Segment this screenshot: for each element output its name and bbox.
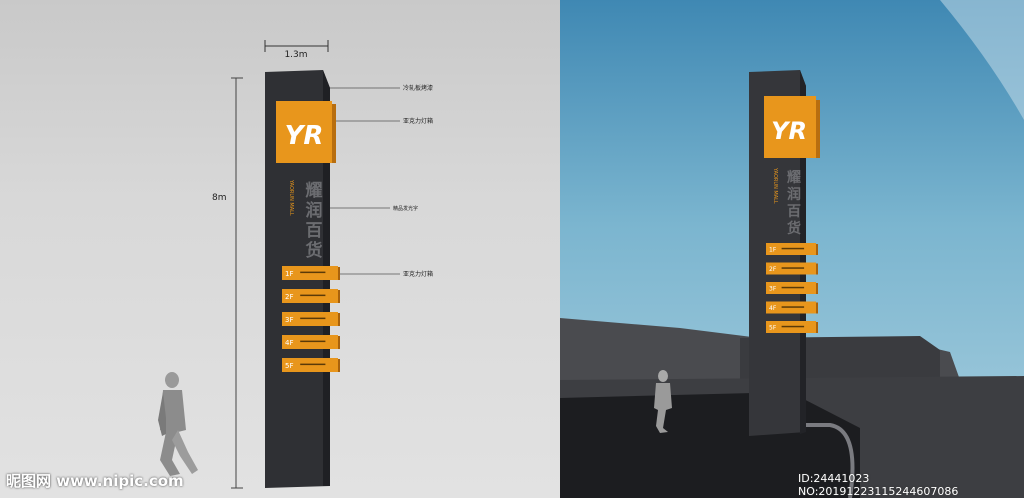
floor-label: 1F [769,247,777,254]
floor-store-names [300,317,326,320]
floor-label: 1F [285,270,293,278]
floor-store-names [300,271,326,274]
logo-lightbox-render [764,96,816,158]
floor-panel-side [816,302,818,314]
cloud [940,0,1024,120]
floor-label: 4F [285,339,293,347]
floor-panel-side [816,263,818,275]
callout-text-4: 亚克力灯箱 [403,270,433,278]
logo-lightbox [276,101,332,163]
floor-panel-side [816,244,818,255]
person-figure [158,372,198,476]
floor-label: 4F [769,305,777,312]
floor-directory-render: 1F 2F 3F 4F 5F [766,243,818,333]
watermark-left: 昵图网 www.nipic.com [6,472,184,490]
vertical-en-text-render: YAORUN MALL [772,167,778,204]
floor-store-names [781,267,805,269]
floor-directory: 1F 2F 3F 4F 5F [282,266,340,372]
floor-store-names [781,306,805,308]
floor-panel-side [338,290,340,303]
callout-text-1: 冷轧板烤漆 [403,84,433,92]
curb [760,423,855,498]
logo-lightbox-side [332,104,336,163]
floor-label: 2F [769,266,777,273]
vertical-cn-char: 百 [306,221,323,241]
floor-store-names [300,340,326,343]
floor-label: 5F [769,325,777,332]
floor-panel-side [816,322,818,333]
floor-store-names [781,286,805,289]
floor-label: 3F [769,286,777,293]
vertical-cn-char: 货 [786,220,801,237]
watermark-right: ID:24441023 NO:20191223115244607086 [798,472,959,498]
vertical-cn-char: 货 [306,240,323,261]
floor-label: 5F [285,362,293,370]
floor-store-names [300,294,326,297]
vertical-cn-char: 润 [787,186,801,203]
floor-panel-side [338,313,340,326]
logo-lightbox-side-render [816,100,820,158]
vertical-cn-char: 润 [306,200,323,221]
vertical-cn-char: 耀 [787,170,801,186]
vertical-cn-char: 百 [787,204,801,220]
render-panel: YR YAORUN MALL 耀润百货 1F 2F 3F 4F 5F ID:244410… [560,0,1024,498]
floor-store-names [781,247,805,250]
floor-panel-side [338,267,340,280]
height-label: 8m [212,193,227,203]
elevation-panel: 1.3m 8m YR YAORUN MALL 耀润百货 1F 2F 3F 4F 5F 冷… [0,0,560,498]
logo-mark: YR [285,121,324,151]
logo-mark-render: YR [771,117,807,145]
vertical-cn-char: 耀 [306,181,323,201]
floor-store-names [781,325,805,328]
floor-label: 2F [285,293,293,301]
person-figure-render [654,370,672,433]
floor-store-names [300,363,326,366]
width-label: 1.3m [284,50,307,60]
callout-text-2: 亚克力灯箱 [403,117,433,125]
vertical-en-text: YAORUN MALL [288,179,294,216]
floor-panel-side [338,359,340,372]
callout-text-3: 精品发光字 [393,205,418,212]
floor-panel-side [816,283,818,294]
floor-label: 3F [285,316,293,324]
floor-panel-side [338,336,340,349]
